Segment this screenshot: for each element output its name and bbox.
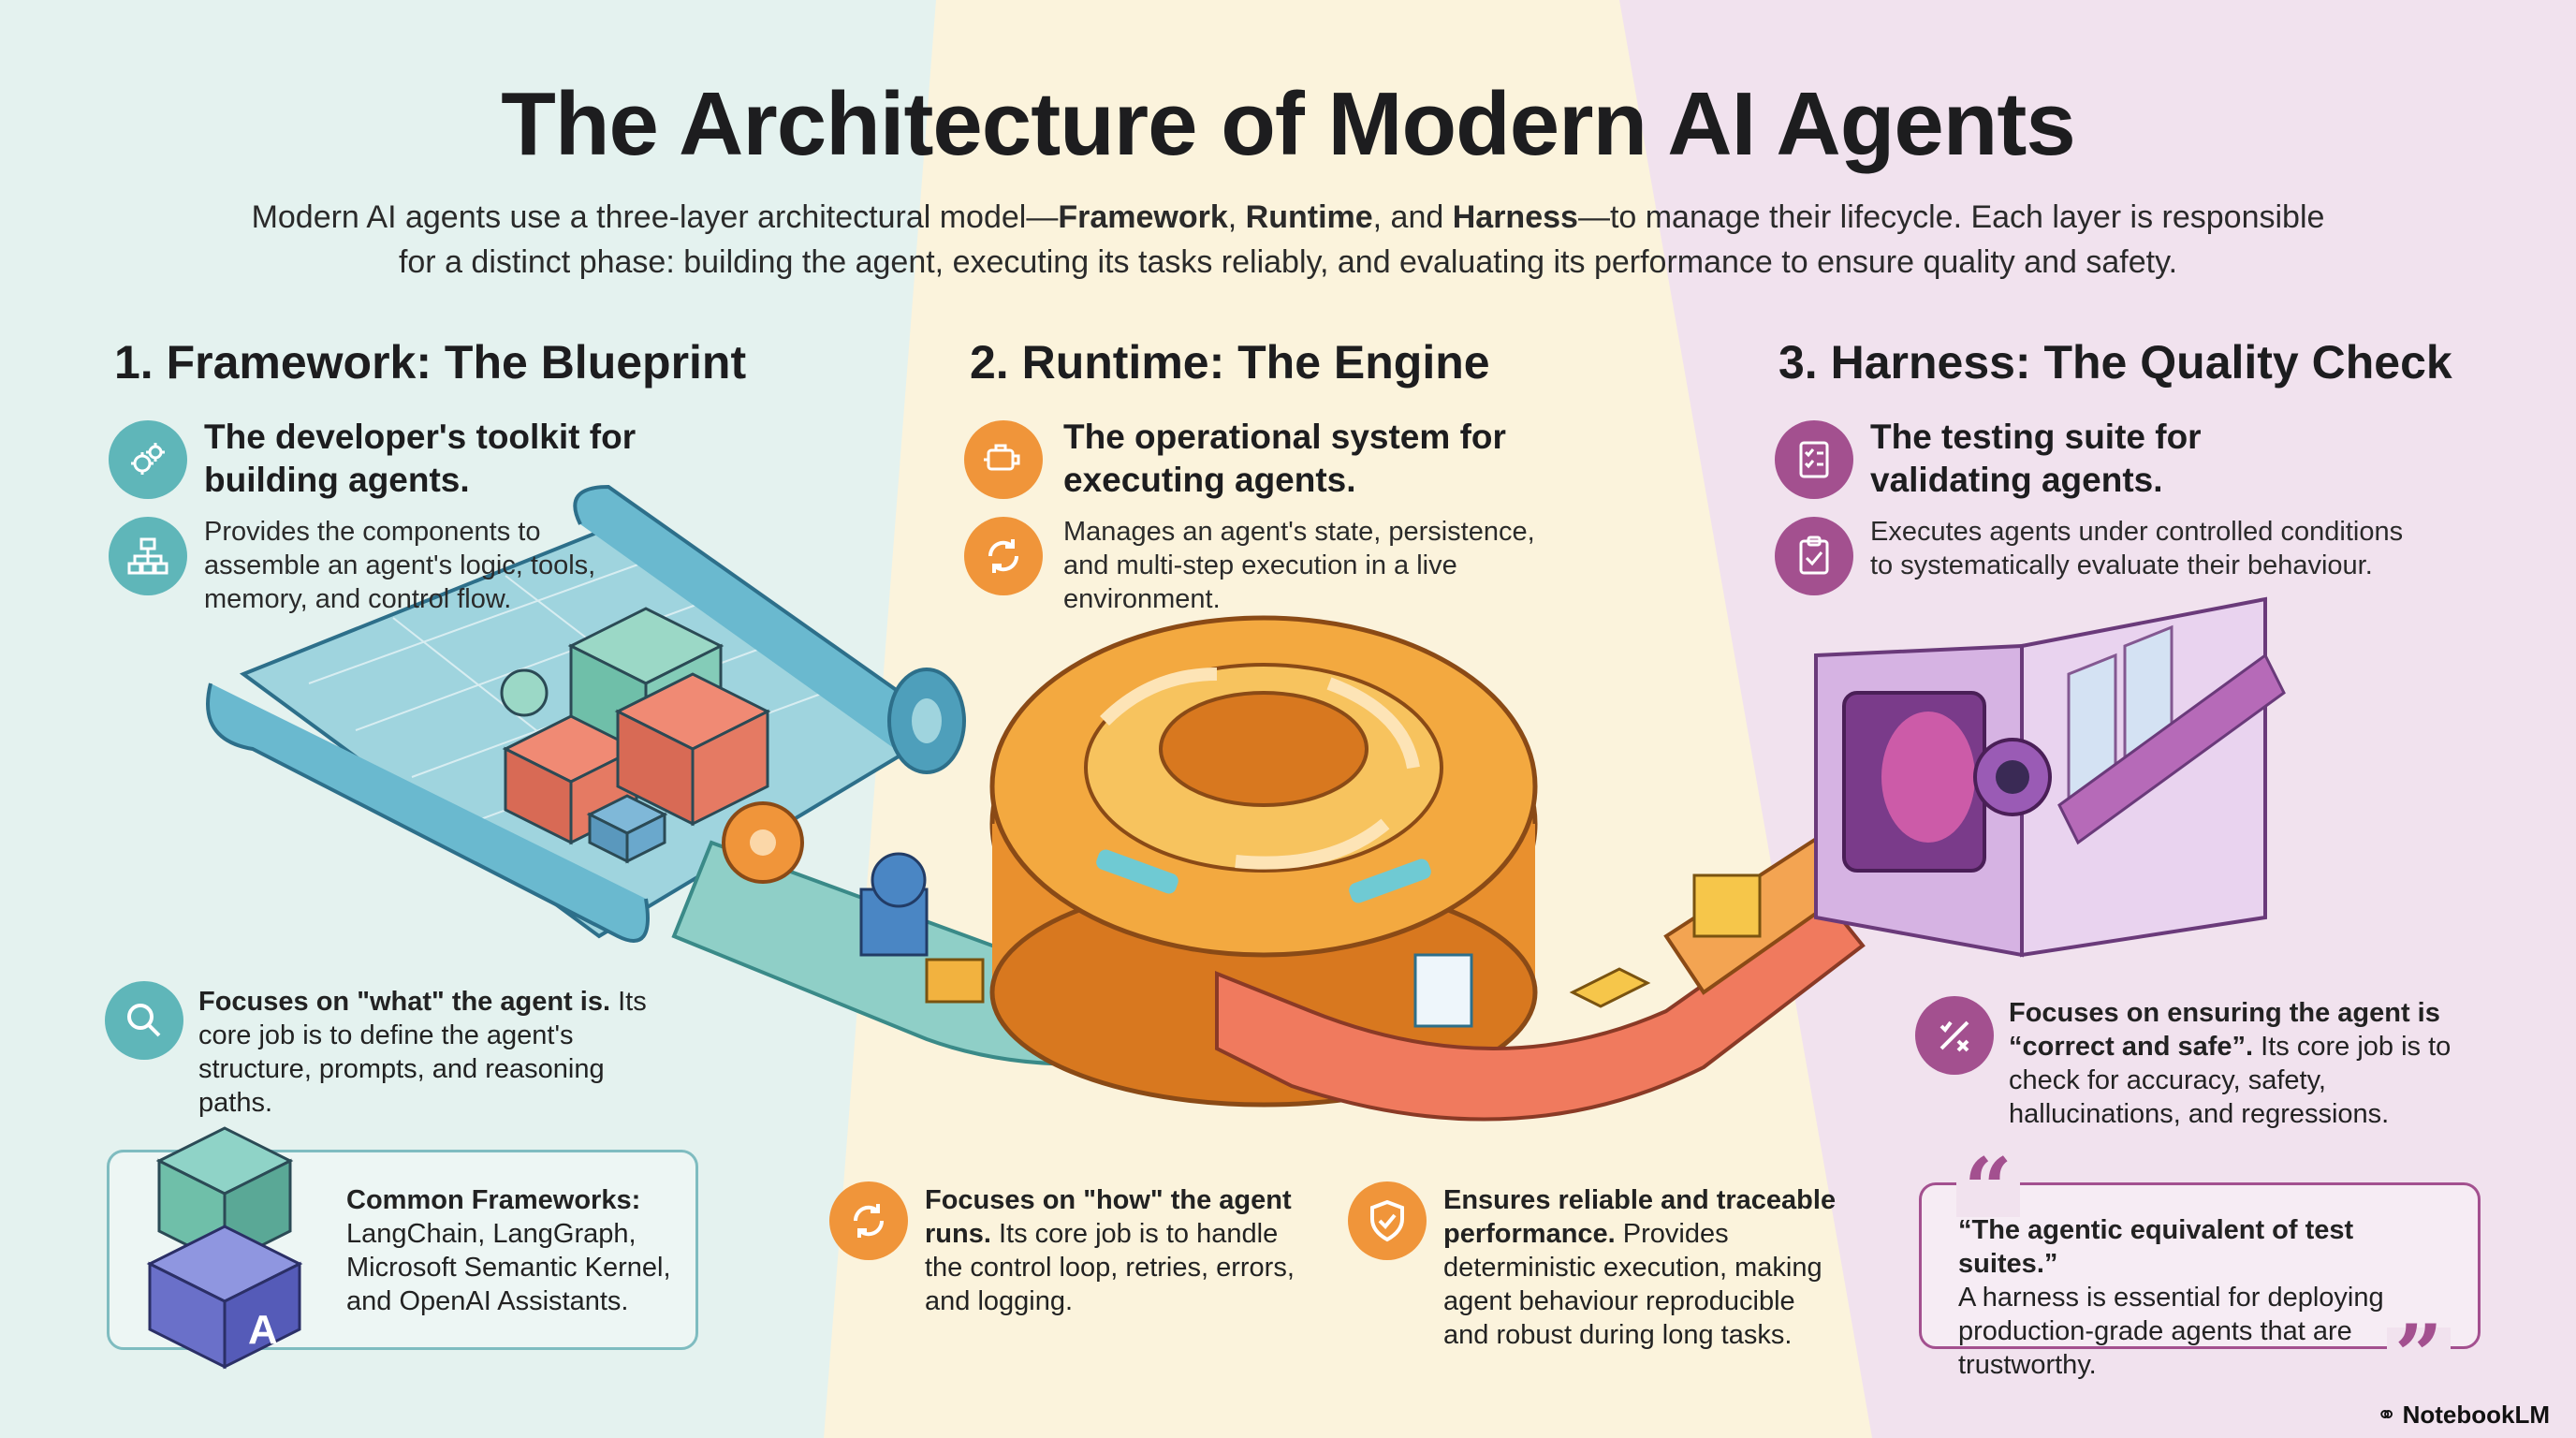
runtime-reliable-bold: Ensures reliable and traceable performan… [1443,1185,1837,1249]
harness-headline: The testing suite for validating agents. [1870,418,2202,499]
shield-check-icon [1348,1181,1427,1260]
common-frameworks-list: LangChain, LangGraph, Microsoft Semantic… [346,1219,671,1316]
brand-logo: ⚭NotebookLM [2377,1401,2550,1430]
magnifier-icon [105,981,183,1060]
checklist-icon [1775,420,1853,499]
runtime-focus-text: Its core job is to handle the control lo… [925,1219,1295,1316]
harness-description: Executes agents under controlled conditi… [1870,517,2404,580]
common-frameworks-label: Common Frameworks: [346,1185,641,1215]
open-quote-icon: “ [1956,1147,2020,1231]
harness-quote: “The agentic equivalent of test suites.”… [1958,1213,2454,1382]
framework-cubes-icon: A [146,1126,303,1370]
lego-blocks [502,607,771,864]
subtitle-text: —to manage their lifecycle. Each layer i… [398,199,2325,280]
subtitle-bold-runtime: Runtime [1245,199,1373,235]
close-quote-icon: ” [2387,1313,2451,1398]
framework-description: Provides the components to assemble an a… [204,517,596,614]
page-title: The Architecture of Modern AI Agents [501,74,2075,174]
runtime-focus: Focuses on "how" the agent runs. Its cor… [925,1183,1299,1318]
cycle-icon [964,517,1043,595]
runtime-title: 2. Runtime: The Engine [970,336,1490,389]
harness-focus-bold: Focuses on ensuring the agent is “correc… [2009,998,2440,1062]
subtitle-bold-framework: Framework [1058,199,1228,235]
framework-headline: The developer's toolkit for building age… [204,418,637,499]
hierarchy-icon [109,517,187,595]
harness-title: 3. Harness: The Quality Check [1778,336,2452,389]
framework-title: 1. Framework: The Blueprint [114,336,747,389]
svg-text:A: A [248,1307,278,1353]
runtime-description: Manages an agent's state, persistence, a… [1063,517,1535,614]
clipboard-check-icon [1775,517,1853,595]
subtitle-text: , [1227,199,1246,235]
refresh-icon [829,1181,908,1260]
runtime-focus-bold: Focuses on "how" the agent runs. [925,1185,1292,1249]
brand-name: NotebookLM [2402,1401,2550,1429]
engine-icon [964,420,1043,499]
subtitle-text: Modern AI agents use a three-layer archi… [251,199,1059,235]
check-cross-icon [1915,996,1994,1075]
gears-icon [109,420,187,499]
harness-focus-text: Its core job is to check for accuracy, s… [2009,1032,2452,1129]
framework-focus: Focuses on "what" the agent is. Its core… [198,985,685,1120]
harness-quote-text: A harness is essential for deploying pro… [1958,1283,2384,1380]
harness-machine [1814,596,2286,958]
framework-focus-bold: Focuses on "what" the agent is. [198,987,611,1017]
framework-focus-text: Its core job is to define the agent's st… [198,987,647,1118]
red-belt [1215,896,1866,1122]
runtime-reliable-text: Provides deterministic execution, making… [1443,1219,1822,1350]
subtitle-text: , and [1372,199,1453,235]
harness-quote-bold: “The agentic equivalent of test suites.” [1958,1215,2354,1279]
subtitle-bold-harness: Harness [1452,199,1578,235]
harness-focus: Focuses on ensuring the agent is “correc… [2009,996,2477,1131]
notebooklm-icon: ⚭ [2376,1401,2397,1429]
common-frameworks: Common Frameworks: LangChain, LangGraph, … [346,1183,683,1318]
runtime-reliable: Ensures reliable and traceable performan… [1443,1183,1837,1352]
runtime-headline: The operational system for executing age… [1063,418,1506,499]
page-subtitle: Modern AI agents use a three-layer archi… [234,195,2342,285]
